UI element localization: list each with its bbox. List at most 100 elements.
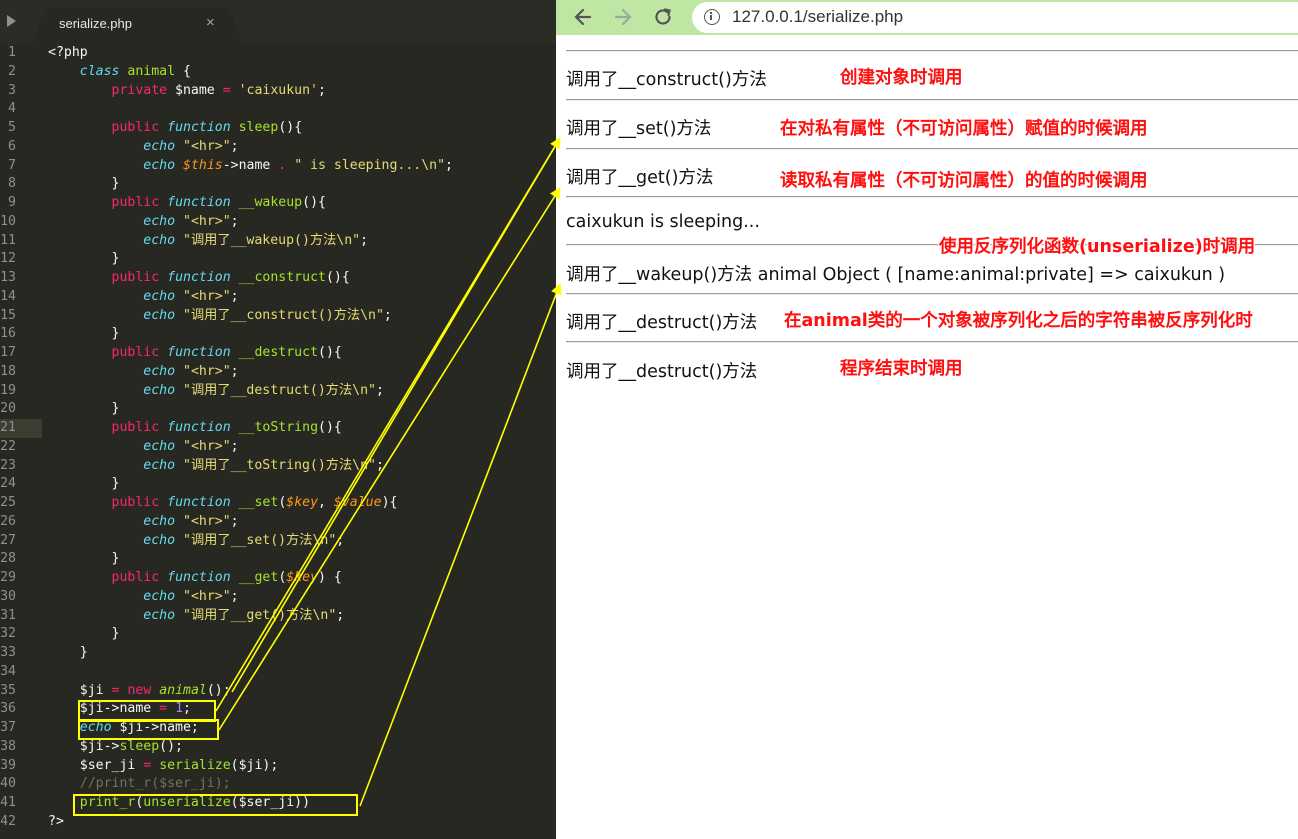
- code-token: [48, 214, 143, 229]
- code-line[interactable]: 6 echo "<hr>";: [0, 138, 556, 157]
- code-token: "调用了__set()方法\n": [183, 532, 337, 548]
- code-line[interactable]: 8 }: [0, 175, 556, 194]
- code-line[interactable]: 29 public function __get($key) {: [0, 569, 556, 588]
- code-token: "调用了__toString()方法\n": [183, 457, 376, 473]
- code-line[interactable]: 18 echo "<hr>";: [0, 363, 556, 382]
- code-token: [48, 83, 112, 98]
- code-line[interactable]: 22 echo "<hr>";: [0, 438, 556, 457]
- code-line[interactable]: 36 $ji->name = 1;: [0, 700, 556, 719]
- code-token: public: [111, 420, 160, 435]
- code-token: ->name: [222, 157, 279, 173]
- line-number: 18: [0, 363, 16, 379]
- line-number: 3: [8, 82, 16, 98]
- line-source: }: [48, 550, 120, 569]
- line-source: }: [48, 250, 120, 269]
- line-number: 26: [0, 513, 16, 529]
- highlight-box-print-unserialize: [73, 794, 358, 816]
- code-line[interactable]: 1<?php: [0, 44, 556, 63]
- site-info-icon[interactable]: [704, 9, 720, 25]
- line-number: 8: [8, 176, 16, 192]
- code-token: =: [143, 757, 152, 773]
- address-bar[interactable]: 127.0.0.1/serialize.php: [692, 2, 1298, 33]
- line-number: 6: [8, 138, 16, 154]
- line-number: 36: [0, 701, 16, 717]
- code-line[interactable]: 3 private $name = 'caixukun';: [0, 82, 556, 101]
- forward-arrow-icon[interactable]: [612, 6, 634, 28]
- code-token: animal: [159, 682, 207, 698]
- code-line[interactable]: 13 public function __construct(){: [0, 269, 556, 288]
- line-number: 7: [8, 157, 16, 173]
- code-line[interactable]: 9 public function __wakeup(){: [0, 194, 556, 213]
- code-line[interactable]: 15 echo "调用了__construct()方法\n";: [0, 307, 556, 326]
- code-token: $ji->name;: [111, 720, 199, 735]
- code-line[interactable]: 26 echo "<hr>";: [0, 513, 556, 532]
- line-source: $ji->sleep();: [48, 738, 183, 757]
- line-source: }: [48, 400, 120, 419]
- code-token: [175, 233, 183, 248]
- output-line: 调用了__construct()方法: [566, 70, 767, 90]
- code-line[interactable]: 21 public function __toString(){: [0, 419, 342, 438]
- tab-close-icon[interactable]: ×: [206, 14, 215, 31]
- code-line[interactable]: 40 //print_r($ser_ji);: [0, 775, 556, 794]
- line-source: echo "<hr>";: [48, 363, 238, 382]
- code-line[interactable]: 25 public function __set($key, $value){: [0, 494, 556, 513]
- code-line[interactable]: 42?>: [0, 813, 556, 832]
- code-line[interactable]: 10 echo "<hr>";: [0, 213, 556, 232]
- code-line[interactable]: 39 $ser_ji = serialize($ji);: [0, 757, 556, 776]
- line-source: echo "调用了__wakeup()方法\n";: [48, 232, 368, 251]
- code-line[interactable]: 34: [0, 663, 556, 682]
- code-line[interactable]: 31 echo "调用了__get()方法\n";: [0, 607, 556, 626]
- code-token: [175, 364, 183, 379]
- code-line[interactable]: 11 echo "调用了__wakeup()方法\n";: [0, 232, 556, 251]
- code-token: }: [48, 251, 120, 267]
- code-line[interactable]: 5 public function sleep(){: [0, 119, 556, 138]
- line-number: 38: [0, 738, 16, 754]
- code-line[interactable]: 30 echo "<hr>";: [0, 588, 556, 607]
- code-token: new: [127, 682, 152, 698]
- code-line[interactable]: 27 echo "调用了__set()方法\n";: [0, 532, 556, 551]
- note-unserialize: 使用反序列化函数(unserialize)时调用: [939, 237, 1256, 257]
- code-token: echo: [79, 720, 112, 735]
- code-token: echo: [143, 438, 176, 454]
- line-number: 17: [0, 345, 16, 360]
- code-line[interactable]: 19 echo "调用了__destruct()方法\n";: [0, 382, 556, 401]
- code-token: sleep: [238, 120, 279, 135]
- code-line[interactable]: 4: [0, 100, 556, 119]
- line-source: <?php: [48, 44, 88, 63]
- line-source: }: [48, 475, 120, 494]
- editor-tab[interactable]: [30, 7, 245, 44]
- code-line[interactable]: 35 $ji = new animal();: [0, 682, 556, 701]
- code-token: [231, 270, 239, 285]
- code-token: serialize: [159, 757, 231, 773]
- code-token: }: [48, 476, 120, 492]
- code-token: ;: [336, 532, 345, 548]
- code-line[interactable]: 28 }: [0, 550, 556, 569]
- code-line[interactable]: 38 $ji->sleep();: [0, 738, 556, 757]
- code-line[interactable]: 12 }: [0, 250, 556, 269]
- sidebar-toggle-icon[interactable]: [7, 15, 16, 27]
- code-line[interactable]: 14 echo "<hr>";: [0, 288, 556, 307]
- code-token: public: [111, 195, 160, 210]
- line-source: private $name = 'caixukun';: [48, 82, 326, 101]
- line-number: 14: [0, 288, 16, 304]
- code-line[interactable]: 20 }: [0, 400, 556, 419]
- reload-icon[interactable]: [652, 6, 674, 28]
- code-token: [48, 308, 143, 323]
- code-token: [175, 608, 183, 623]
- code-line[interactable]: 24 }: [0, 475, 556, 494]
- code-line[interactable]: 2 class animal {: [0, 63, 556, 82]
- code-token: "<hr>": [183, 363, 231, 379]
- code-line[interactable]: 41 print_r(unserialize($ser_ji)): [0, 794, 556, 813]
- code-line[interactable]: 37 echo $ji->name;: [0, 719, 556, 738]
- code-token: (){: [318, 345, 342, 360]
- code-line[interactable]: 17 public function __destruct(){: [0, 344, 556, 363]
- code-line[interactable]: 16 }: [0, 325, 556, 344]
- code-line[interactable]: 33 }: [0, 644, 556, 663]
- code-line[interactable]: 7 echo $this->name . " is sleeping...\n"…: [0, 157, 556, 176]
- code-token: [231, 495, 239, 510]
- code-line[interactable]: 32 }: [0, 625, 556, 644]
- back-arrow-icon[interactable]: [572, 6, 594, 28]
- code-token: (){: [278, 120, 303, 135]
- code-token: [48, 570, 112, 585]
- code-line[interactable]: 23 echo "调用了__toString()方法\n";: [0, 457, 556, 476]
